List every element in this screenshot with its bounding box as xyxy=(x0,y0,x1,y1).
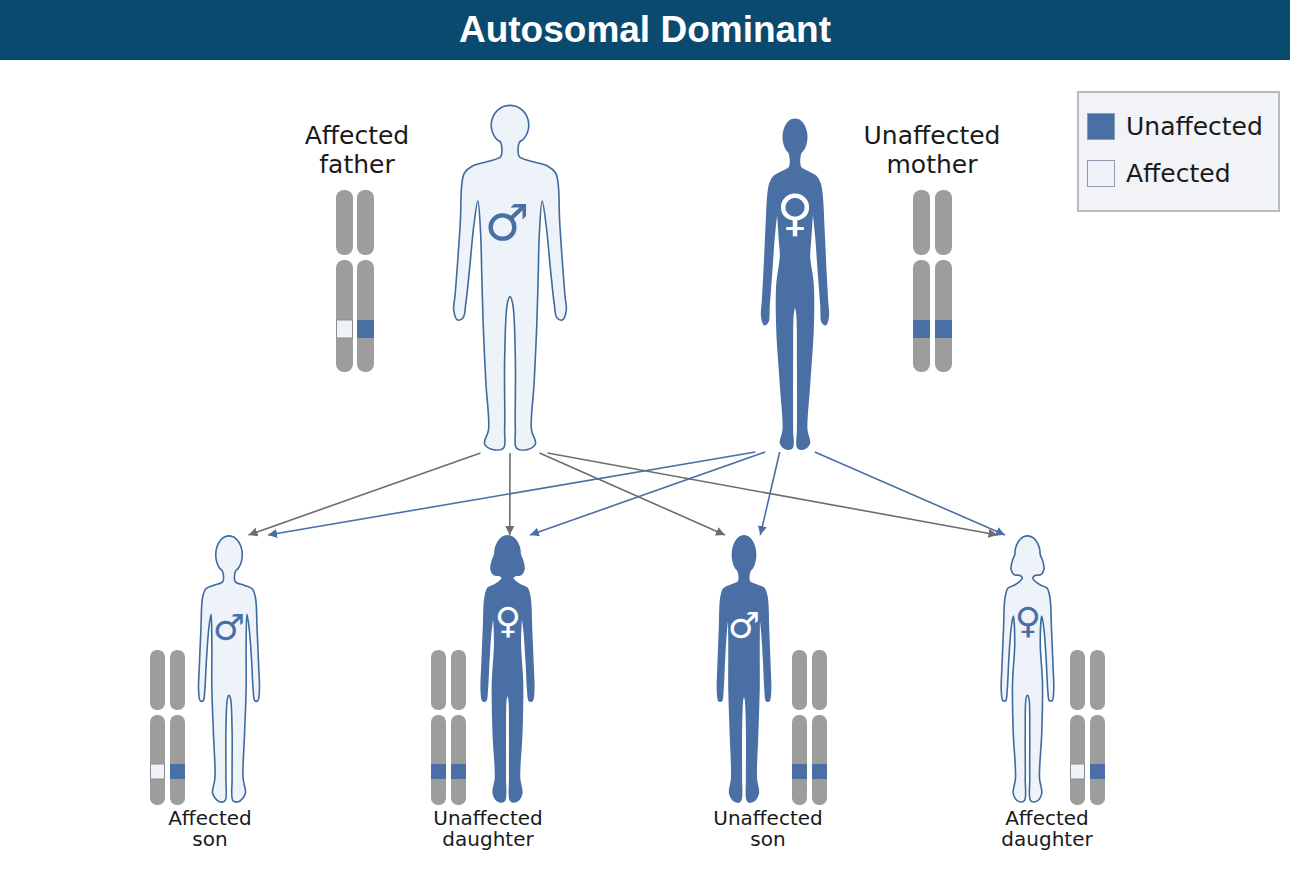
person-silhouette xyxy=(198,536,259,802)
gene-band xyxy=(935,320,952,338)
person-label: Affected daughter xyxy=(986,808,1108,850)
gene-band xyxy=(1071,764,1085,779)
gene-band xyxy=(337,320,353,338)
sex-symbol: ♂ xyxy=(714,608,774,644)
chromosome xyxy=(150,650,165,805)
person-outline xyxy=(190,535,268,805)
gene-band xyxy=(357,320,374,338)
inheritance-arrow xyxy=(760,452,779,535)
person-outline xyxy=(443,103,577,453)
title-bar: Autosomal Dominant xyxy=(0,0,1290,60)
person-silhouette xyxy=(717,536,770,802)
person-silhouette xyxy=(762,119,829,449)
gene-band xyxy=(151,764,165,779)
inheritance-arrow xyxy=(530,452,765,535)
chromosome xyxy=(913,190,930,372)
legend-label: Unaffected xyxy=(1126,113,1263,140)
person-figure: ♀Unaffected daughter xyxy=(470,535,545,805)
sex-symbol: ♀ xyxy=(755,188,835,238)
gene-band xyxy=(792,764,807,779)
sex-symbol: ♂ xyxy=(199,610,259,646)
sex-symbol: ♀ xyxy=(998,603,1058,639)
gene-band xyxy=(431,764,446,779)
gene-band xyxy=(170,764,185,779)
gene-band xyxy=(451,764,466,779)
person-label: Unaffected mother xyxy=(847,122,1017,180)
person-outline xyxy=(990,535,1065,805)
chromosome xyxy=(431,650,446,805)
person-outline xyxy=(750,117,840,452)
person-outline xyxy=(470,535,545,805)
person-figure: ♂Unaffected son xyxy=(710,535,778,805)
person-figure: Unaffected mother♀ xyxy=(750,117,840,452)
person-label: Affected son xyxy=(149,808,271,850)
chromosome xyxy=(1090,650,1105,805)
chromosome xyxy=(812,650,827,805)
gene-band xyxy=(812,764,827,779)
person-silhouette xyxy=(1001,536,1054,802)
sex-symbol: ♀ xyxy=(478,603,538,639)
person-label: Affected father xyxy=(282,122,432,180)
gene-band xyxy=(913,320,930,338)
inheritance-arrow xyxy=(815,452,1005,535)
legend-swatch xyxy=(1087,160,1115,187)
chromosome xyxy=(357,190,374,372)
gene-band xyxy=(1090,764,1105,779)
chromosome xyxy=(451,650,466,805)
diagram-title: Autosomal Dominant xyxy=(0,0,1290,60)
legend-row: Affected xyxy=(1087,160,1231,187)
inheritance-arrow xyxy=(509,453,511,535)
person-figure: ♂Affected son xyxy=(190,535,268,805)
person-outline xyxy=(710,535,778,805)
inheritance-arrow xyxy=(539,453,724,535)
person-figure: ♀Affected daughter xyxy=(990,535,1065,805)
person-figure: Affected father♂ xyxy=(443,103,577,453)
inheritance-arrow xyxy=(548,453,998,535)
person-silhouette xyxy=(454,105,567,450)
chromosome xyxy=(935,190,952,372)
legend-swatch xyxy=(1087,113,1115,140)
person-label: Unaffected daughter xyxy=(427,808,549,850)
chromosome xyxy=(792,650,807,805)
sex-symbol: ♂ xyxy=(467,198,547,248)
legend-box: UnaffectedAffected xyxy=(1077,91,1280,212)
person-label: Unaffected son xyxy=(707,808,829,850)
person-silhouette xyxy=(481,536,534,802)
chromosome xyxy=(170,650,185,805)
inheritance-arrow xyxy=(249,453,481,535)
chromosome xyxy=(336,190,353,372)
legend-label: Affected xyxy=(1126,160,1231,187)
chromosome xyxy=(1070,650,1085,805)
legend-row: Unaffected xyxy=(1087,113,1263,140)
inheritance-arrow xyxy=(268,452,755,535)
